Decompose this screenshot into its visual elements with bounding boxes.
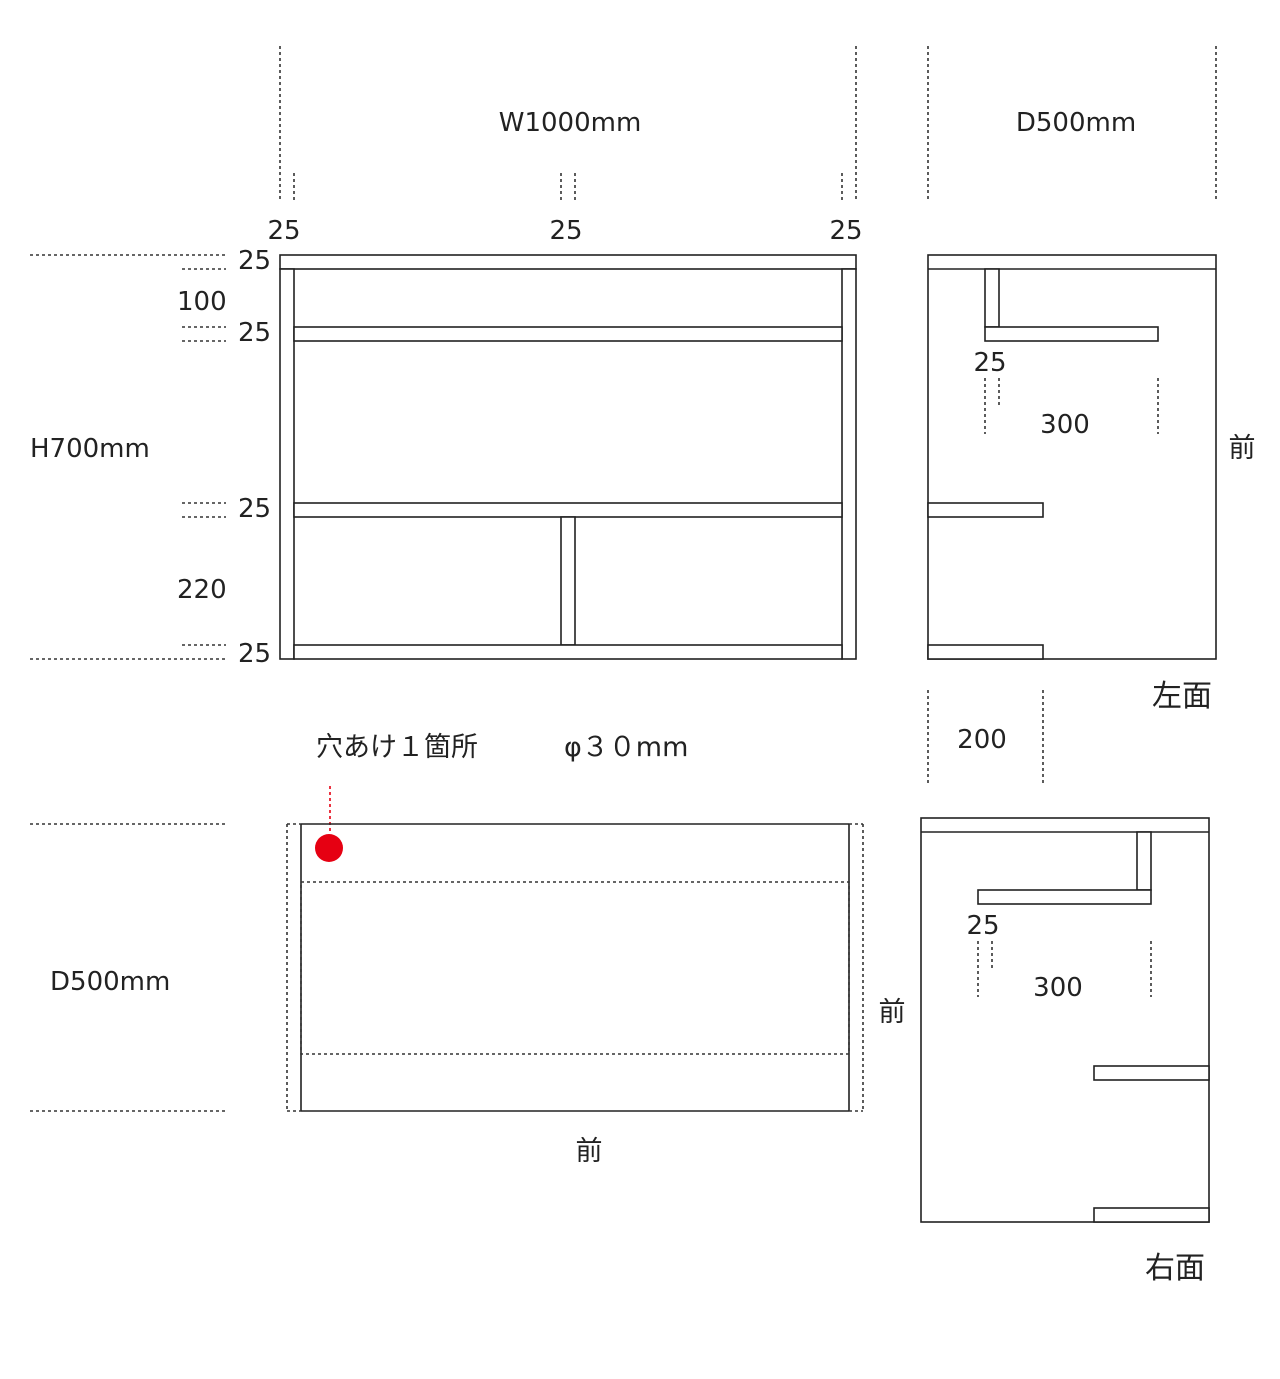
left-side-view: D500mm 25 300 前 左面 200 [927, 46, 1256, 786]
upper-shelf [293, 326, 843, 342]
right-side-panel [920, 817, 1210, 1223]
right-side-title: 右面 [1145, 1251, 1205, 1286]
lower-gap-label: 220 [177, 575, 227, 605]
left-side-title: 左面 [1152, 679, 1212, 714]
back-support [1136, 831, 1152, 891]
front-view: W1000mm 25 25 25 25 100 25 H700mm 25 220… [30, 46, 863, 669]
bottom-board-section [1093, 1207, 1210, 1223]
right-side-board [841, 268, 857, 660]
center-thickness-label: 25 [549, 216, 582, 246]
hidden-shelf-outline [300, 881, 850, 1055]
right-side-view: 25 300 右面 [920, 817, 1210, 1286]
right-thickness-label: 25 [829, 216, 862, 246]
center-divider [560, 516, 576, 646]
middle-shelf-section [927, 502, 1044, 518]
top-board-label: 25 [238, 246, 271, 276]
height-dimension-label: H700mm [30, 434, 150, 464]
bottom-board [293, 644, 843, 660]
top-depth-label: D500mm [50, 967, 170, 997]
left-side-board [279, 268, 295, 660]
front-indicator-right: 前 [879, 997, 906, 1028]
front-indicator-label: 前 [1229, 433, 1256, 464]
back-support [984, 268, 1000, 328]
bottom-board-section [927, 644, 1044, 660]
middle-shelf [293, 502, 843, 518]
left-thickness-label: 25 [267, 216, 300, 246]
drill-hole-marker [315, 834, 343, 862]
middle-shelf-label: 25 [238, 494, 271, 524]
hole-size-label: φ３０mm [564, 732, 688, 763]
upper-gap-label: 100 [177, 287, 227, 317]
bottom-board-label: 25 [238, 639, 271, 669]
top-board [279, 254, 857, 270]
hole-note-label: 穴あけ１箇所 [316, 732, 478, 763]
top-view: 穴あけ１箇所 φ３０mm D500mm 前 前 [30, 732, 906, 1167]
shelf-depth-label: 200 [957, 725, 1007, 755]
support-thickness-label: 25 [966, 911, 999, 941]
upper-shelf-label: 25 [238, 318, 271, 348]
depth-dimension-label: D500mm [1016, 108, 1136, 138]
width-dimension-label: W1000mm [499, 108, 642, 138]
upper-shelf-section [984, 326, 1159, 342]
front-indicator-bottom: 前 [576, 1136, 603, 1167]
upper-shelf-section [977, 889, 1152, 905]
left-side-panel [927, 254, 1217, 660]
upper-shelf-span-label: 300 [1040, 410, 1090, 440]
upper-shelf-span-label: 300 [1033, 973, 1083, 1003]
support-thickness-label: 25 [973, 348, 1006, 378]
middle-shelf-section [1093, 1065, 1210, 1081]
